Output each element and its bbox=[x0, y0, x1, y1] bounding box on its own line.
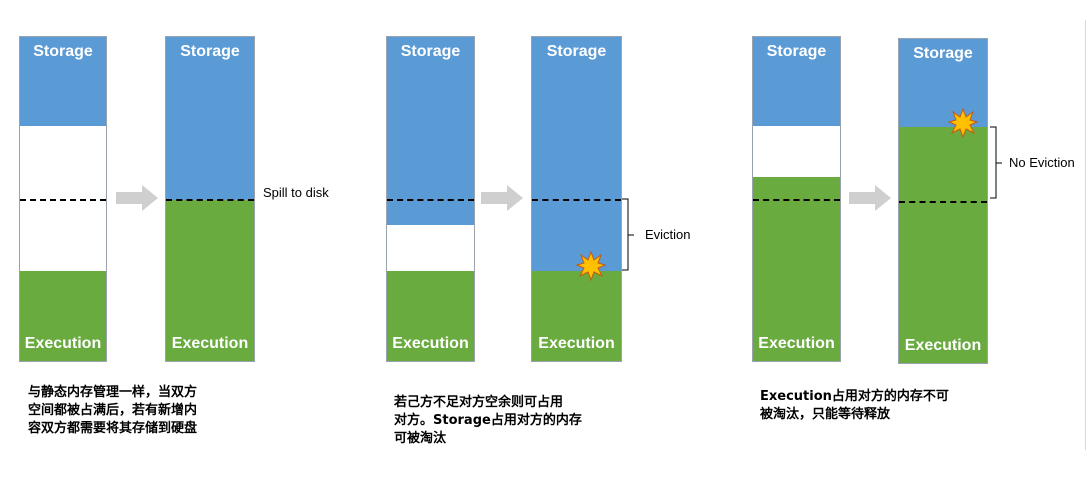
conflict-burst-icon bbox=[948, 108, 978, 138]
memory-column-g3-before: Storage Execution bbox=[752, 36, 841, 362]
no-eviction-bracket bbox=[990, 126, 1002, 199]
storage-label: Storage bbox=[766, 43, 827, 60]
execution-label: Execution bbox=[392, 335, 469, 352]
execution-label: Execution bbox=[24, 335, 102, 352]
boundary-dashed-line bbox=[899, 201, 987, 203]
storage-label: Storage bbox=[180, 43, 240, 60]
storage-region bbox=[753, 37, 840, 126]
caption-execution-borrow: Execution占用对方的内存不可 被淘汰，只能等待释放 bbox=[760, 388, 949, 424]
execution-label: Execution bbox=[538, 335, 615, 352]
caption-line: 空间都被占满后，若有新增内 bbox=[28, 403, 198, 418]
storage-label: Storage bbox=[546, 43, 607, 60]
storage-label: Storage bbox=[913, 45, 973, 62]
storage-region bbox=[387, 37, 474, 225]
right-divider bbox=[1085, 20, 1086, 450]
memory-column-g1-after: Storage Execution bbox=[165, 36, 255, 362]
storage-label: Storage bbox=[33, 43, 93, 60]
eviction-annotation: Eviction bbox=[645, 227, 691, 242]
execution-label: Execution bbox=[904, 337, 982, 354]
execution-region bbox=[387, 271, 474, 361]
transition-arrow bbox=[116, 185, 158, 211]
execution-region bbox=[532, 271, 621, 361]
conflict-burst-icon bbox=[576, 251, 606, 281]
storage-region bbox=[20, 37, 106, 126]
caption-line: 对方。Storage占用对方的内存 bbox=[394, 413, 582, 428]
boundary-dashed-line bbox=[387, 199, 474, 201]
caption-storage-borrow: 若己方不足对方空余则可占用 对方。Storage占用对方的内存 可被淘汰 bbox=[394, 394, 582, 448]
memory-column-g2-after: Storage Execution bbox=[531, 36, 622, 362]
caption-line: 容双方都需要将其存储到硬盘 bbox=[28, 421, 198, 436]
caption-line: Execution占用对方的内存不可 bbox=[760, 389, 949, 404]
memory-column-g1-before: Storage Execution bbox=[19, 36, 107, 362]
execution-region bbox=[899, 127, 987, 363]
storage-region bbox=[532, 37, 621, 271]
spill-to-disk-annotation: Spill to disk bbox=[263, 185, 329, 200]
boundary-dashed-line bbox=[532, 199, 621, 201]
boundary-dashed-line bbox=[20, 199, 106, 201]
execution-label: Execution bbox=[171, 335, 249, 352]
execution-label: Execution bbox=[758, 335, 835, 352]
execution-region bbox=[753, 177, 840, 361]
caption-line: 被淘汰，只能等待释放 bbox=[760, 407, 891, 422]
caption-static-like: 与静态内存管理一样，当双方 空间都被占满后，若有新增内 容双方都需要将其存储到硬… bbox=[28, 384, 197, 438]
transition-arrow bbox=[481, 185, 523, 211]
storage-label: Storage bbox=[400, 43, 461, 60]
caption-line: 与静态内存管理一样，当双方 bbox=[28, 385, 198, 400]
execution-region bbox=[20, 271, 106, 361]
transition-arrow bbox=[849, 185, 891, 211]
no-eviction-annotation: No Eviction bbox=[1009, 155, 1075, 170]
caption-line: 若己方不足对方空余则可占用 bbox=[394, 395, 564, 410]
memory-column-g3-after: Storage Execution bbox=[898, 38, 988, 364]
caption-line: 可被淘汰 bbox=[394, 431, 447, 446]
boundary-dashed-line bbox=[753, 199, 840, 201]
boundary-dashed-line bbox=[166, 199, 254, 201]
eviction-bracket bbox=[622, 198, 634, 271]
storage-region bbox=[166, 37, 254, 200]
memory-column-g2-before: Storage Execution bbox=[386, 36, 475, 362]
free-region bbox=[753, 126, 840, 177]
execution-region bbox=[166, 200, 254, 361]
free-region bbox=[20, 126, 106, 271]
free-region bbox=[387, 225, 474, 271]
